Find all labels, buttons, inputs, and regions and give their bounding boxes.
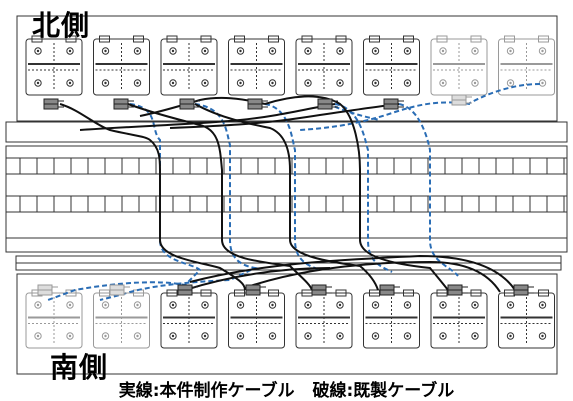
dashed-cable-4 (334, 103, 393, 273)
dashed-cable-7 (467, 83, 541, 105)
south-panel (93, 289, 150, 349)
connector (513, 284, 534, 296)
south-panel (228, 289, 285, 349)
connector (245, 284, 266, 296)
connector (379, 284, 400, 296)
connector-heads (37, 94, 534, 296)
connector (447, 284, 468, 296)
dashed-cable-8 (319, 99, 381, 121)
connector (179, 98, 200, 110)
north-panel (498, 35, 555, 96)
north-panel (25, 35, 83, 96)
dashed-cables (47, 83, 541, 301)
solid-cable-2 (127, 103, 313, 291)
dashed-cable-2 (99, 103, 259, 301)
south-panel (430, 289, 488, 349)
south-panel (160, 289, 218, 349)
dashed-cable-5 (398, 103, 459, 277)
solid-cable-6 (169, 103, 400, 129)
connector (311, 284, 332, 296)
south-panel (363, 289, 420, 349)
north-panel (160, 35, 218, 96)
connector (37, 284, 58, 296)
connector (109, 284, 130, 296)
south-frame (16, 273, 558, 375)
south-panel (25, 289, 83, 349)
solid-cable-4 (264, 95, 449, 291)
solid-cable-5 (79, 103, 336, 131)
connector (177, 284, 198, 296)
solid-cable-9 (249, 260, 501, 293)
connector (317, 98, 338, 110)
north-side-label: 北側 (32, 9, 91, 42)
north-panel (430, 35, 488, 96)
connector (247, 98, 268, 110)
legend: 実線:本件制作ケーブル破線:既製ケーブル (0, 376, 573, 401)
connector (43, 98, 64, 110)
legend-dashed-text: 破線:既製ケーブル (312, 381, 455, 401)
connector (383, 98, 404, 110)
north-panel (363, 35, 420, 96)
south-side-label: 南側 (50, 351, 109, 384)
solid-cable-10 (184, 267, 331, 291)
north-panel (295, 35, 353, 96)
north-frame (16, 15, 558, 122)
dashed-cable-6 (299, 101, 471, 131)
connector (113, 98, 134, 110)
dashed-cable-1 (47, 103, 202, 301)
north-panel-row (25, 35, 555, 96)
north-panel (93, 35, 150, 96)
legend-solid-text: 実線:本件制作ケーブル (118, 381, 295, 401)
solid-cable-8 (189, 254, 516, 291)
south-panel (498, 289, 555, 349)
north-panel (228, 35, 285, 96)
solid-cables (59, 95, 516, 293)
south-panel (295, 289, 353, 349)
south-panel-row (25, 289, 555, 349)
solid-cable-7 (139, 96, 266, 117)
connector (451, 94, 472, 106)
